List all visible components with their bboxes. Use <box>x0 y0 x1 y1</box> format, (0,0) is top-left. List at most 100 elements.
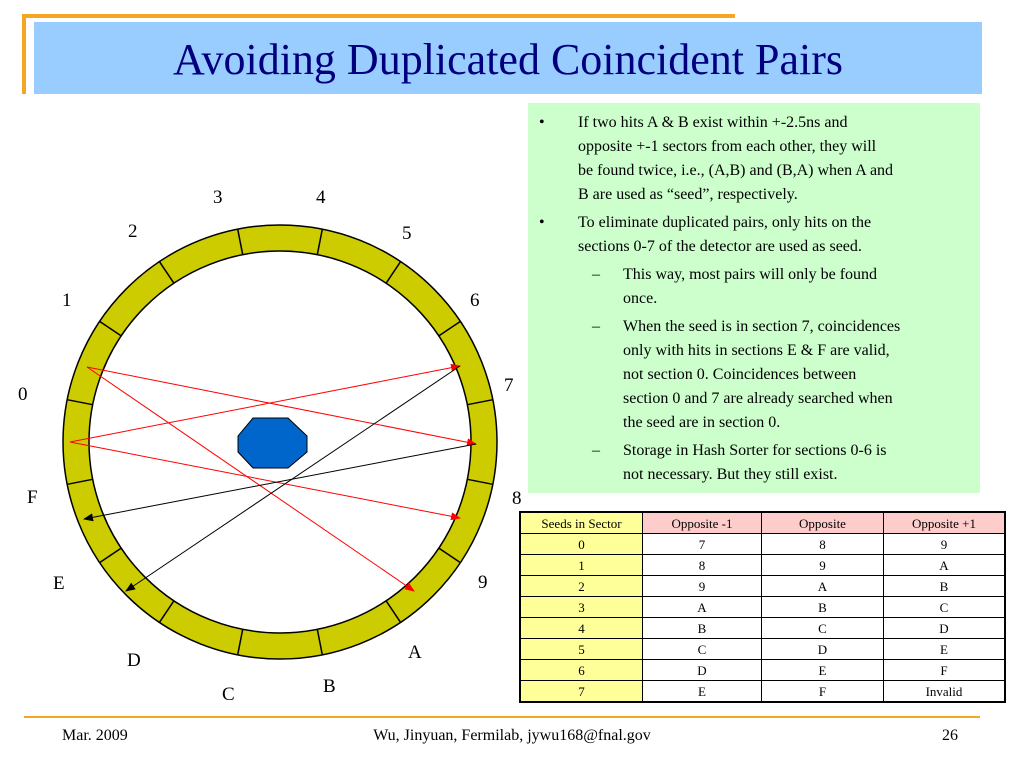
sector-label-0: 0 <box>18 384 28 405</box>
table-cell: D <box>642 659 762 681</box>
sector-label-8: 8 <box>512 488 522 509</box>
sector-label-6: 6 <box>470 290 480 311</box>
sub-2-line-3: not section 0. Coincidences between <box>623 366 857 383</box>
sub-3-line-1: Storage in Hash Sorter for sections 0-6 … <box>623 442 887 459</box>
sub-bullet-marker: – <box>592 266 600 283</box>
bullet-marker: • <box>539 114 545 131</box>
table-cell: 8 <box>761 533 884 555</box>
sector-label-F: F <box>27 487 38 508</box>
table-header-cell: Seeds in Sector <box>519 511 643 534</box>
sector-label-D: D <box>127 650 141 671</box>
table-cell: D <box>883 617 1006 639</box>
table-row: 4 B C D <box>519 617 1006 639</box>
table-cell: B <box>883 575 1006 597</box>
title-banner <box>34 22 982 94</box>
detector-ring <box>63 225 497 659</box>
table-row: 3 A B C <box>519 596 1006 618</box>
red-pair-line <box>86 366 415 592</box>
table-row: 2 9 A B <box>519 575 1006 597</box>
bullet-1-line-1: If two hits A & B exist within +-2.5ns a… <box>578 114 848 131</box>
center-octagon <box>237 417 308 469</box>
footer-divider <box>24 716 980 718</box>
sector-label-2: 2 <box>128 221 138 242</box>
table-cell: A <box>761 575 884 597</box>
sector-divider <box>99 547 122 564</box>
detector-ring-diagram <box>62 224 498 660</box>
title-accent-top <box>25 14 735 18</box>
table-cell: C <box>883 596 1006 618</box>
bullet-1-line-3: be found twice, i.e., (A,B) and (B,A) wh… <box>578 162 894 179</box>
table-cell: 0 <box>519 533 643 555</box>
table-cell: E <box>883 638 1006 660</box>
sector-label-4: 4 <box>316 187 326 208</box>
sector-label-A: A <box>408 642 422 663</box>
seed-sector-table: Seeds in Sector Opposite -1 Opposite Opp… <box>519 511 1006 703</box>
table-row: 1 8 9 A <box>519 554 1006 576</box>
sub-2-line-2: only with hits in sections E & F are val… <box>623 342 890 359</box>
sub-1-line-2: once. <box>623 290 658 307</box>
sector-divider <box>385 600 402 623</box>
sub-3-line-2: not necessary. But they still exist. <box>623 466 838 483</box>
table-cell: D <box>761 638 884 660</box>
bullet-2-line-1: To eliminate duplicated pairs, only hits… <box>578 214 872 231</box>
table-header-cell: Opposite +1 <box>883 511 1006 534</box>
table-cell: 9 <box>883 533 1006 555</box>
sector-divider <box>158 261 175 284</box>
sub-2-line-5: the seed are in section 0. <box>623 414 781 431</box>
sector-divider <box>438 547 461 564</box>
table-cell: 7 <box>642 533 762 555</box>
sector-label-C: C <box>222 684 235 705</box>
ring-outer-edge <box>62 224 498 660</box>
sub-bullet-marker: – <box>592 442 600 459</box>
red-pair-line <box>69 441 461 521</box>
bullet-1-line-4: B are used as “seed”, respectively. <box>578 186 798 203</box>
table-cell: Invalid <box>883 680 1006 703</box>
bullet-box: • If two hits A & B exist within +-2.5ns… <box>528 103 980 493</box>
table-header-row: Seeds in Sector Opposite -1 Opposite Opp… <box>519 511 1006 534</box>
table-cell: E <box>761 659 884 681</box>
sub-bullet-marker: – <box>592 318 600 335</box>
sector-dividers <box>67 229 493 655</box>
red-pair-line <box>86 366 477 447</box>
table-cell: C <box>642 638 762 660</box>
sector-label-9: 9 <box>478 572 488 593</box>
table-row: 5 C D E <box>519 638 1006 660</box>
sector-label-7: 7 <box>504 375 514 396</box>
table-header-cell: Opposite <box>761 511 884 534</box>
table-cell: 2 <box>519 575 643 597</box>
slide-title: Avoiding Duplicated Coincident Pairs <box>172 35 844 84</box>
sector-divider <box>316 229 324 255</box>
sector-divider <box>99 320 122 337</box>
bullet-marker: • <box>539 214 545 231</box>
table-cell: 5 <box>519 638 643 660</box>
sector-label-3: 3 <box>213 187 223 208</box>
sector-divider <box>236 629 244 655</box>
sector-label-E: E <box>53 573 65 594</box>
table-cell: 9 <box>761 554 884 576</box>
sector-divider <box>467 398 493 406</box>
title-accent-left <box>22 14 26 94</box>
red-pair-line <box>69 363 461 443</box>
sector-divider <box>316 629 324 655</box>
black-pair-line <box>83 443 477 522</box>
table-cell: 9 <box>642 575 762 597</box>
sector-label-5: 5 <box>402 223 412 244</box>
table-row: 7 E F Invalid <box>519 680 1006 703</box>
table-cell: E <box>642 680 762 703</box>
sector-divider <box>438 320 461 337</box>
sub-1-line-1: This way, most pairs will only be found <box>623 266 878 283</box>
sector-label-B: B <box>323 676 336 697</box>
table-cell: F <box>883 659 1006 681</box>
sector-divider <box>236 229 244 255</box>
sector-divider <box>158 600 175 623</box>
sub-2-line-4: section 0 and 7 are already searched whe… <box>623 390 893 407</box>
table-cell: 1 <box>519 554 643 576</box>
table-cell: 4 <box>519 617 643 639</box>
table-cell: C <box>761 617 884 639</box>
sector-label-1: 1 <box>62 290 72 311</box>
table-cell: 7 <box>519 680 643 703</box>
sector-divider <box>467 478 493 486</box>
table-cell: B <box>761 596 884 618</box>
table-row: 0 7 8 9 <box>519 533 1006 555</box>
sector-divider <box>67 398 93 406</box>
